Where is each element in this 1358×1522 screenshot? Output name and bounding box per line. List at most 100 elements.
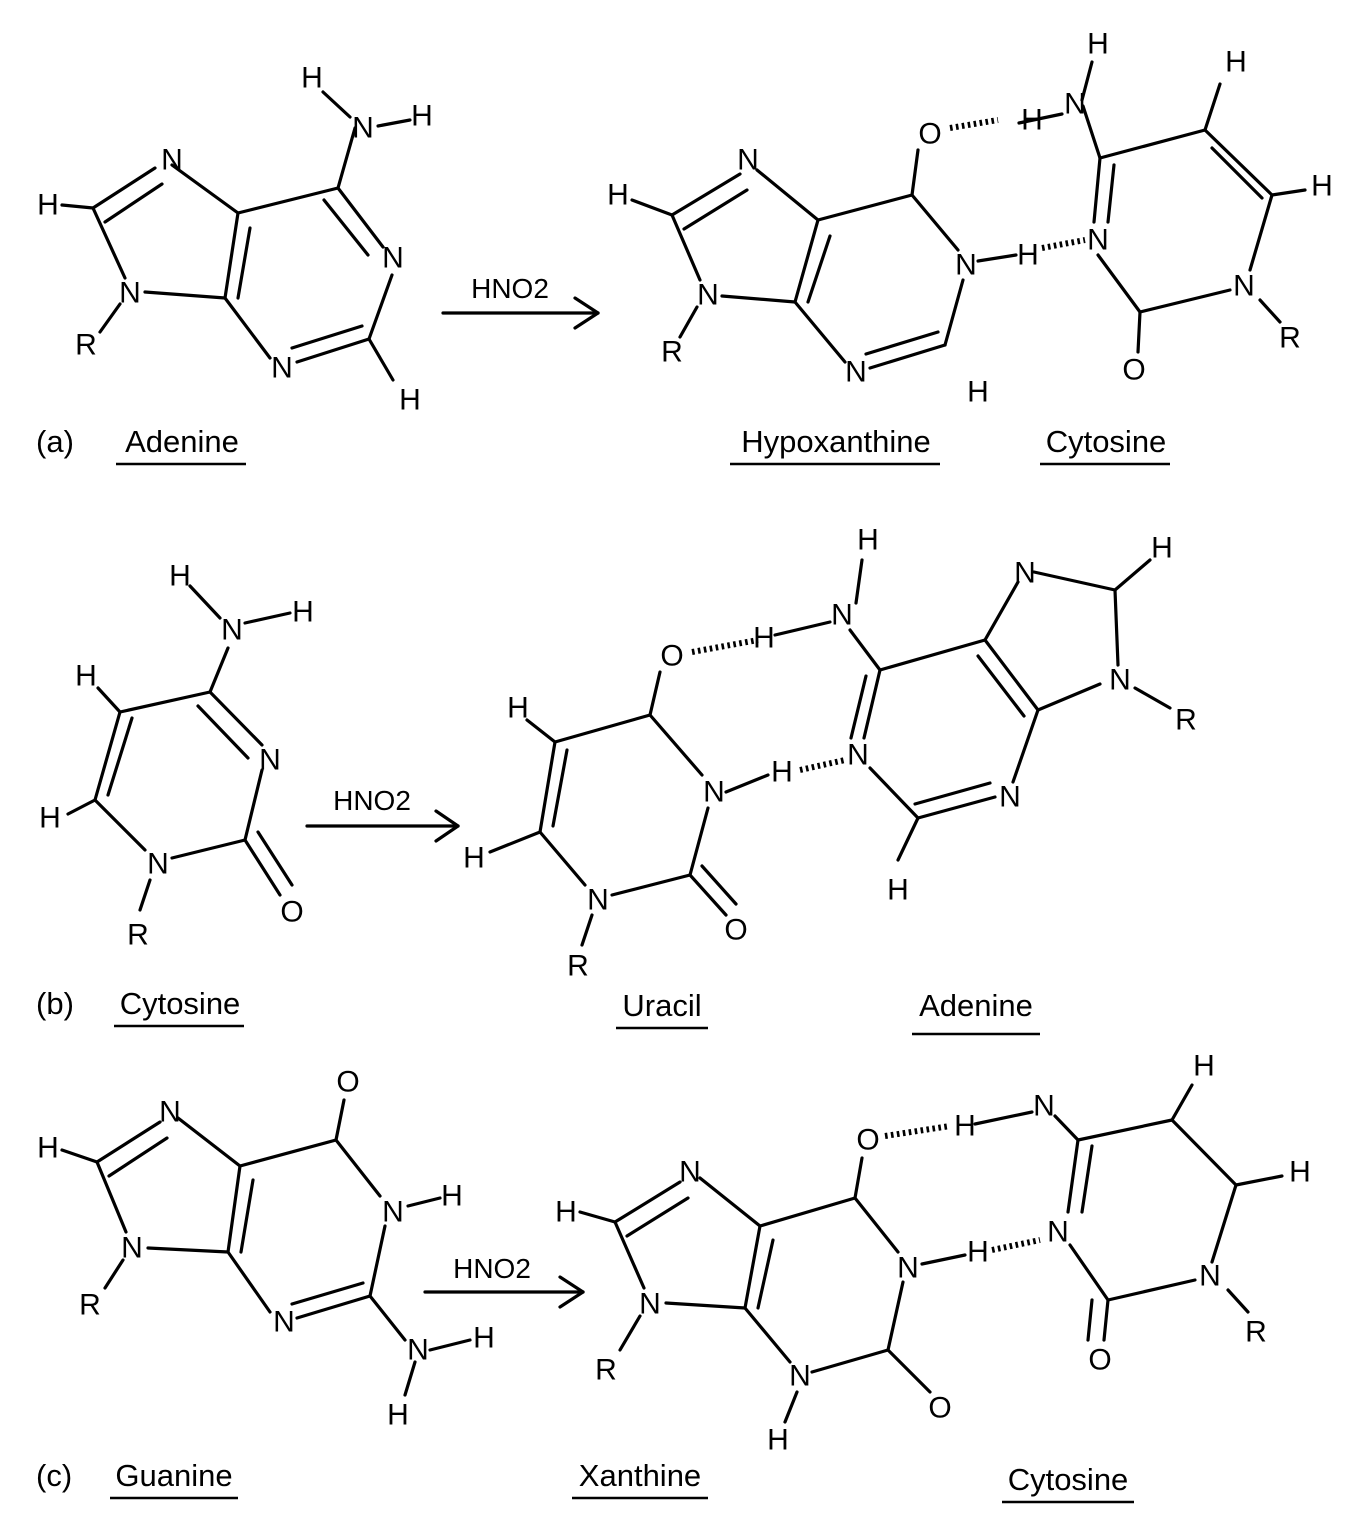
atom-h: H bbox=[771, 756, 793, 789]
atom-o: O bbox=[1088, 1344, 1111, 1377]
atom-h: H bbox=[441, 1180, 463, 1213]
atom-n: N bbox=[1087, 224, 1109, 257]
atom-h: H bbox=[1225, 46, 1247, 79]
atom-n: N bbox=[955, 249, 977, 282]
atom-h: H bbox=[1289, 1156, 1311, 1189]
cytosine-structure: H N H H H N N R O bbox=[1017, 28, 1333, 387]
atom-n: N bbox=[1014, 557, 1036, 590]
atom-n: N bbox=[703, 776, 725, 809]
atom-n: N bbox=[382, 242, 404, 275]
hydrogen-bond bbox=[799, 757, 846, 773]
panel-label: (c) bbox=[36, 1458, 72, 1493]
hydrogen-bond bbox=[1041, 237, 1086, 251]
atom-h: H bbox=[967, 376, 989, 409]
atom-h: H bbox=[1017, 239, 1039, 272]
atom-h: H bbox=[967, 1236, 989, 1269]
hypoxanthine-structure: N N N N O H H H R bbox=[607, 118, 1039, 409]
atom-n: N bbox=[1064, 88, 1086, 121]
atom-o: O bbox=[856, 1124, 879, 1157]
atom-n: N bbox=[789, 1360, 811, 1393]
atom-h: H bbox=[301, 62, 323, 95]
atom-r: R bbox=[75, 329, 97, 362]
panel-label: (b) bbox=[36, 986, 74, 1021]
atom-h: H bbox=[37, 189, 59, 222]
atom-h: H bbox=[1021, 104, 1043, 137]
atom-n: N bbox=[1047, 1216, 1069, 1249]
atom-n: N bbox=[273, 1306, 295, 1339]
reaction-arrow-c: HNO2 bbox=[423, 1253, 585, 1309]
panel-label: (a) bbox=[36, 424, 74, 459]
atom-n: N bbox=[587, 884, 609, 917]
atom-n: N bbox=[147, 848, 169, 881]
atom-o: O bbox=[928, 1392, 951, 1425]
partner-name: Cytosine bbox=[1008, 1462, 1129, 1497]
reagent-label: HNO2 bbox=[471, 273, 549, 304]
atom-n: N bbox=[407, 1334, 429, 1367]
atom-h: H bbox=[411, 100, 433, 133]
hydrogen-bond bbox=[691, 637, 759, 655]
atom-n: N bbox=[159, 1096, 181, 1129]
atom-n: N bbox=[1199, 1260, 1221, 1293]
atom-h: H bbox=[37, 1132, 59, 1165]
atom-o: O bbox=[660, 640, 683, 673]
atom-r: R bbox=[79, 1289, 101, 1322]
atom-n: N bbox=[221, 614, 243, 647]
atom-h: H bbox=[1311, 170, 1333, 203]
product-name: Hypoxanthine bbox=[741, 424, 931, 459]
product-name: Xanthine bbox=[579, 1458, 701, 1493]
atom-n: N bbox=[679, 1156, 701, 1189]
atom-h: H bbox=[1193, 1050, 1215, 1083]
reactant-name: Cytosine bbox=[120, 986, 241, 1021]
reaction-arrow-b: HNO2 bbox=[305, 785, 460, 843]
cytosine-structure: H N H H N H N O R bbox=[39, 560, 314, 952]
atom-h: H bbox=[887, 874, 909, 907]
cytosine-structure: H N H H N N R O bbox=[954, 1050, 1311, 1377]
partner-name: Adenine bbox=[919, 988, 1033, 1023]
atom-n: N bbox=[1233, 270, 1255, 303]
atom-o: O bbox=[918, 118, 941, 151]
atom-n: N bbox=[271, 352, 293, 385]
atom-r: R bbox=[661, 336, 683, 369]
partner-name: Cytosine bbox=[1046, 424, 1167, 459]
atom-r: R bbox=[1279, 322, 1301, 355]
atom-r: R bbox=[1175, 704, 1197, 737]
hydrogen-bond bbox=[949, 117, 999, 131]
reactant-name: Adenine bbox=[125, 424, 239, 459]
panel-c: N O H N H N R N N H H HNO2 bbox=[36, 1050, 1311, 1504]
atom-n: N bbox=[382, 1196, 404, 1229]
atom-o: O bbox=[1122, 354, 1145, 387]
atom-h: H bbox=[39, 802, 61, 835]
adenine-structure: N N N N N H H H H R bbox=[37, 62, 433, 417]
atom-r: R bbox=[127, 919, 149, 952]
atom-h: H bbox=[607, 179, 629, 212]
hydrogen-bond bbox=[884, 1123, 951, 1139]
atom-n: N bbox=[119, 277, 141, 310]
atom-h: H bbox=[954, 1110, 976, 1143]
atom-h: H bbox=[169, 560, 191, 593]
atom-n: N bbox=[259, 744, 281, 777]
reagent-label: HNO2 bbox=[333, 785, 411, 816]
atom-n: N bbox=[1109, 664, 1131, 697]
atom-h: H bbox=[857, 524, 879, 557]
guanine-structure: N O H N H N R N N H H bbox=[37, 1066, 495, 1432]
adenine-structure: H N H N H N R N N H bbox=[753, 524, 1197, 907]
atom-n: N bbox=[697, 279, 719, 312]
atom-n: N bbox=[847, 739, 869, 772]
atom-n: N bbox=[161, 144, 183, 177]
product-name: Uracil bbox=[622, 988, 701, 1023]
atom-h: H bbox=[399, 384, 421, 417]
reagent-label: HNO2 bbox=[453, 1253, 531, 1284]
atom-r: R bbox=[595, 1354, 617, 1387]
atom-n: N bbox=[639, 1288, 661, 1321]
atom-n: N bbox=[352, 112, 374, 145]
atom-h: H bbox=[463, 842, 485, 875]
atom-h: H bbox=[75, 660, 97, 693]
atom-n: N bbox=[737, 144, 759, 177]
panel-b: H N H H N H N O R HNO2 bbox=[36, 524, 1197, 1036]
atom-h: H bbox=[292, 596, 314, 629]
atom-r: R bbox=[1245, 1316, 1267, 1349]
atom-n: N bbox=[1033, 1090, 1055, 1123]
atom-n: N bbox=[845, 356, 867, 389]
atom-h: H bbox=[767, 1424, 789, 1457]
